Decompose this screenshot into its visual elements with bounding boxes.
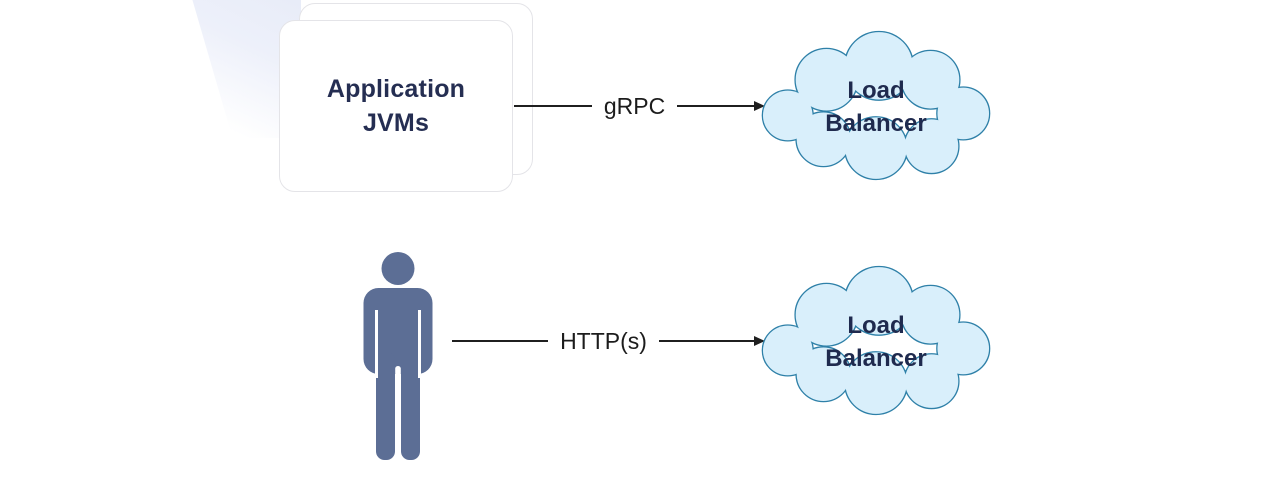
load-balancer-bottom-label: Load Balancer xyxy=(761,263,991,420)
lb-bottom-label-line1: Load xyxy=(847,311,905,339)
lb-top-label-line2: Balancer xyxy=(825,109,927,137)
load-balancer-top-node: Load Balancer xyxy=(761,28,991,185)
load-balancer-top-label: Load Balancer xyxy=(761,28,991,185)
cloud-icon xyxy=(761,30,991,181)
load-balancer-bottom-node: Load Balancer xyxy=(761,263,991,420)
connector-http-line-left xyxy=(452,340,549,342)
connector-grpc-arrowhead-icon xyxy=(677,105,756,107)
app-jvms-node: Application JVMs xyxy=(279,20,513,192)
app-jvms-label: Application JVMs xyxy=(327,72,465,140)
app-jvms-label-line1: Application xyxy=(326,75,466,103)
connector-grpc-line-left xyxy=(514,105,592,107)
person-icon xyxy=(363,252,433,460)
connector-http-arrowhead-icon xyxy=(658,340,755,342)
lb-top-label-line1: Load xyxy=(847,76,905,104)
cloud-icon xyxy=(761,265,991,416)
connector-http: HTTP(s) xyxy=(452,328,764,354)
connector-grpc-label: gRPC xyxy=(603,92,666,119)
lb-bottom-label-line2: Balancer xyxy=(825,344,927,372)
app-jvms-label-line2: JVMs xyxy=(362,109,430,137)
connector-http-label: HTTP(s) xyxy=(560,327,647,354)
connector-grpc: gRPC xyxy=(514,93,764,119)
